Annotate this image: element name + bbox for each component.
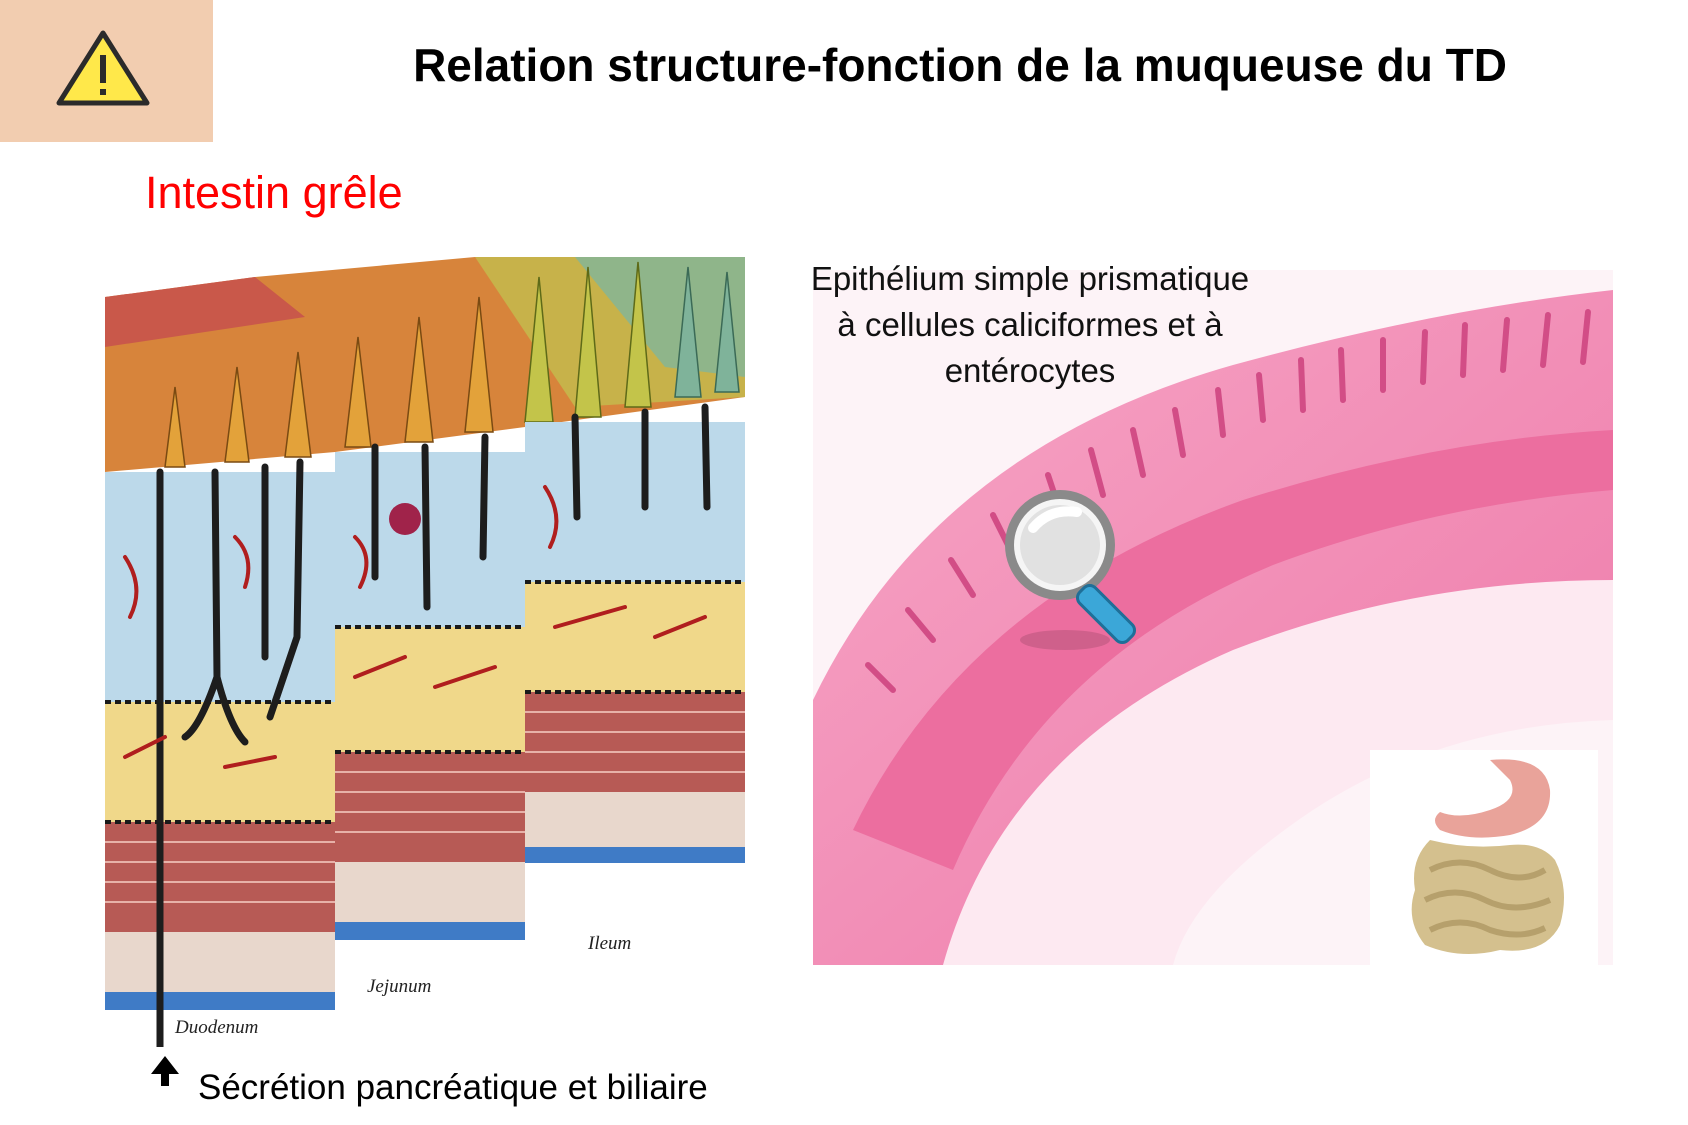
label-ileum: Ileum — [587, 933, 631, 954]
histology-caption: Epithélium simple prismatique à cellules… — [770, 256, 1290, 394]
label-duodenum: Duodenum — [174, 1017, 258, 1038]
warning-badge — [0, 0, 213, 142]
small-intestine-icon — [1411, 759, 1564, 954]
arrow-up-icon — [151, 1056, 179, 1086]
warning-triangle-icon — [56, 30, 150, 106]
caption-line-1: Epithélium simple prismatique — [810, 260, 1250, 297]
magnifier-icon[interactable] — [995, 480, 1175, 660]
intestine-wall-illustration: Duodenum Jejunum Ileum — [105, 257, 745, 1047]
slide-title: Relation structure-fonction de la muqueu… — [413, 39, 1507, 91]
section-title: Intestin grêle — [145, 167, 403, 218]
secretion-label: Sécrétion pancréatique et biliaire — [198, 1068, 708, 1107]
caption-line-3: entérocytes — [944, 352, 1116, 389]
caption-line-2: à cellules caliciformes et à — [837, 306, 1223, 343]
digestive-organ-inset — [1370, 750, 1598, 965]
label-jejunum: Jejunum — [367, 976, 431, 997]
